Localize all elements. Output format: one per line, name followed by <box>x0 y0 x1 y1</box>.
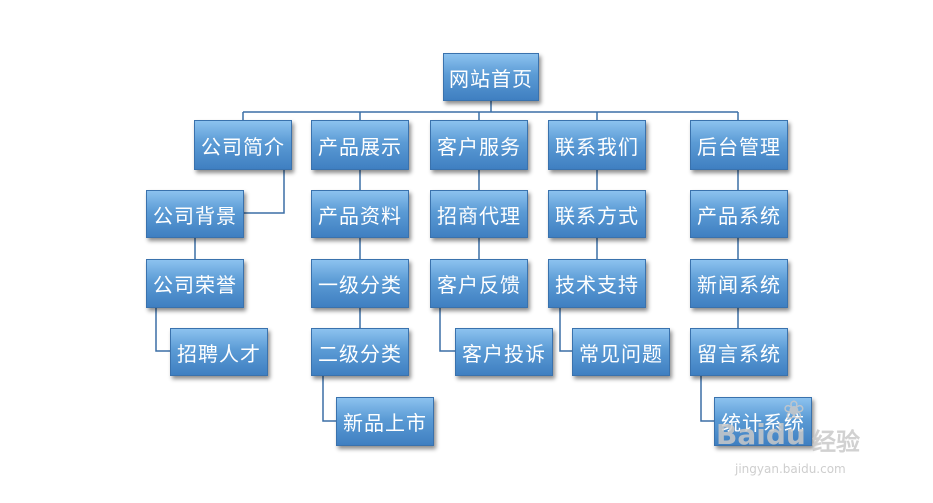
node-customer-service: 客户服务 <box>430 120 528 170</box>
node-contact-us: 联系我们 <box>548 120 646 170</box>
node-level2-category: 二级分类 <box>311 328 409 376</box>
watermark-brand: Baidu <box>716 418 806 451</box>
connector-support-faq <box>559 308 572 352</box>
node-product-system: 产品系统 <box>690 190 788 238</box>
node-website-home: 网站首页 <box>443 53 539 101</box>
node-faq: 常见问题 <box>572 328 670 376</box>
connector-message-stats <box>700 376 714 422</box>
node-new-product-launch: 新品上市 <box>336 397 434 446</box>
node-message-system: 留言系统 <box>690 328 788 376</box>
node-customer-complaint: 客户投诉 <box>455 328 553 376</box>
node-company-background: 公司背景 <box>146 190 244 238</box>
node-admin-management: 后台管理 <box>690 120 788 170</box>
node-news-system: 新闻系统 <box>690 259 788 308</box>
node-customer-feedback: 客户反馈 <box>430 259 528 308</box>
node-product-info: 产品资料 <box>311 190 409 238</box>
connector-company-bg <box>243 170 285 214</box>
baidu-paw-icon: ❀ <box>783 396 805 426</box>
watermark-url: jingyan.baidu.com <box>735 462 846 476</box>
node-investment-agency: 招商代理 <box>430 190 528 238</box>
node-level1-category: 一级分类 <box>311 259 409 308</box>
node-company-honor: 公司荣誉 <box>146 259 244 308</box>
connector-honor-recruit <box>155 308 170 352</box>
node-contact-method: 联系方式 <box>548 190 646 238</box>
node-recruit-talent: 招聘人才 <box>170 328 268 376</box>
connector-feedback-complaint <box>439 308 455 352</box>
node-stats-system: 统计系统 <box>714 397 812 446</box>
node-company-intro: 公司简介 <box>194 120 292 170</box>
node-tech-support: 技术支持 <box>548 259 646 308</box>
node-product-showcase: 产品展示 <box>311 120 409 170</box>
watermark-suffix: 经验 <box>812 428 860 456</box>
connector-level2-new <box>322 376 336 422</box>
